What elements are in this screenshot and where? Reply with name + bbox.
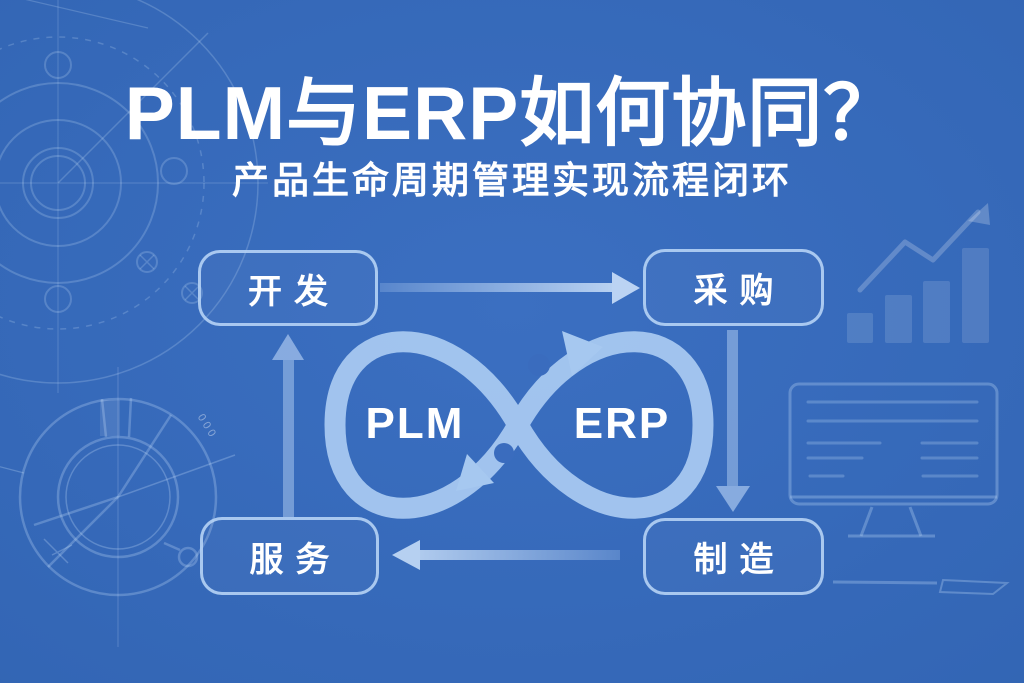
page-title: PLM与ERP如何协同？ [124,71,900,155]
node-manufacturing: 制造 [643,518,824,595]
donut-dial-icon [0,367,236,647]
arrow-procurement-to-manufacturing [727,330,738,486]
loop-arrowhead-bottom [456,454,494,491]
arrow-left-icon [392,540,420,570]
loop-arrowhead-top [562,331,603,376]
arrow-develop-to-procurement [380,283,612,292]
node-develop-label: 开发 [248,272,340,311]
loop-label-erp: ERP [573,399,671,448]
monitor-icon [788,382,1010,596]
loop-label-plm: PLM [365,399,465,448]
node-service: 服务 [200,517,379,595]
infinity-loop-icon [324,331,714,519]
node-procurement-label: 采购 [693,272,786,310]
node-service-label: 服务 [249,540,342,579]
node-procurement: 采购 [643,249,824,326]
arrow-manufacturing-to-service [420,550,620,560]
page-subtitle: 产品生命周期管理实现流程闭环 [232,160,792,201]
arrow-up-icon [272,334,304,360]
trend-arrow-icon [857,209,981,293]
node-manufacturing-label: 制造 [693,541,786,579]
blueprint-flange-icon [0,0,268,393]
arrow-service-to-develop [283,360,294,517]
arrow-down-icon [716,486,750,512]
arrow-right-icon [612,272,640,304]
node-develop: 开发 [198,250,378,326]
bar-chart-icon [847,203,990,343]
